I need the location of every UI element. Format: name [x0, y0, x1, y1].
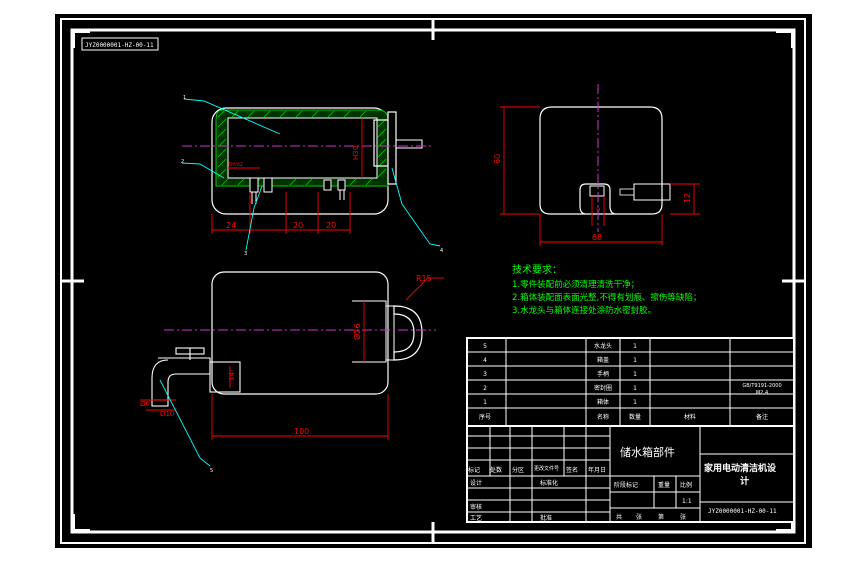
std-label: 标准化 — [540, 479, 558, 487]
role-design: 设计 — [470, 479, 482, 487]
part-name: 储水箱部件 — [620, 445, 675, 459]
dim-pitch-b: 20 — [326, 221, 336, 230]
drawing-number-box — [81, 37, 159, 51]
parts-row-1-no: 1 — [483, 399, 487, 406]
dim-bore: Ø26 — [352, 324, 362, 340]
dim-pitch-a: 20 — [293, 221, 303, 230]
leader-label-5: 5 — [210, 468, 213, 474]
front-dimensions — [211, 118, 363, 234]
sheet-label-sheet-b: 张 — [680, 513, 686, 521]
parts-header-2: 名称 — [597, 413, 609, 421]
project-name-line-1: 家用电动清洁机设 — [704, 462, 777, 474]
parts-list-box — [466, 337, 795, 427]
faucet-drawing — [151, 347, 241, 407]
parts-row-3-no: 3 — [483, 371, 487, 378]
dim-side-tap: 12 — [683, 193, 692, 203]
parts-row-5-no: 5 — [483, 343, 487, 350]
top-view: 100 14 Ø6 Ø10 Ø26 R15 5 — [140, 271, 444, 474]
leader-label-4: 4 — [440, 248, 443, 254]
title-block: 储水箱部件 家用电动清洁机设 计 JYZ0000001-HZ-00-11 标记 … — [466, 425, 795, 523]
parts-row-1-qty: 1 — [633, 399, 637, 406]
stage-label-weight: 重量 — [658, 481, 670, 489]
parts-list-grid — [467, 338, 794, 426]
top-leader — [159, 379, 211, 467]
dim-radius: R15 — [416, 274, 432, 283]
notes-line-1: 1.零件装配前必须清理清洗干净； — [512, 279, 639, 290]
side-view: 60 68 9 12 — [493, 84, 700, 246]
parts-row-1-name: 箱体 — [597, 398, 609, 406]
notes-line-3: 3.水龙头与箱体连接处涂防水密封胶。 — [512, 305, 656, 316]
parts-row-4-qty: 1 — [633, 357, 637, 364]
side-slot — [589, 185, 605, 197]
leader-label-3: 3 — [244, 251, 247, 257]
scale-value: 1:1 — [682, 498, 692, 505]
top-outline — [211, 271, 389, 395]
hatch-lines — [217, 110, 387, 186]
front-section-view: 24 20 20 6H/d2 H30 1 2 3 4 — [181, 95, 443, 257]
parts-row-2-no: 2 — [483, 385, 487, 392]
lid-plate — [387, 111, 397, 185]
sheet-label-no: 第 — [658, 513, 664, 521]
title-drawing-number: JYZ0000001-HZ-00-11 — [708, 508, 777, 515]
title-block-box — [466, 425, 795, 523]
technical-notes: 技术要求： 1.零件装配前必须清理清洗干净； 2.箱体装配面表面光整,不得有划痕… — [512, 263, 701, 316]
notes-title: 技术要求： — [512, 263, 562, 276]
sheet-label-sheet-a: 张 — [636, 513, 642, 521]
role-review: 审核 — [470, 503, 482, 511]
dim-tap-d1: Ø6 — [140, 400, 151, 408]
parts-row-4-no: 4 — [483, 357, 487, 364]
drawing-number: JYZ0000001-HZ-00-11 — [85, 42, 154, 49]
parts-header-5: 备注 — [756, 413, 768, 421]
stage-label-mark: 阶段标记 — [614, 481, 638, 489]
dim-side-width: 68 — [592, 233, 602, 242]
parts-row-3-name: 手柄 — [597, 370, 609, 378]
parts-header-4: 材料 — [684, 413, 696, 421]
leader-label-2: 2 — [181, 159, 184, 165]
approve-label: 批准 — [540, 514, 552, 522]
front-leaders — [181, 98, 441, 251]
title-block-grid — [467, 426, 794, 522]
dim-tap-height: 14 — [228, 372, 236, 381]
top-lid-plate — [385, 305, 395, 361]
parts-row-5-qty: 1 — [633, 343, 637, 350]
rev-label-mark: 标记 — [468, 466, 480, 474]
dim-tap-d2: Ø10 — [160, 410, 174, 418]
parts-header-3: 数量 — [629, 413, 641, 421]
parts-row-5-name: 水龙头 — [594, 342, 612, 350]
top-dimensions — [140, 277, 444, 440]
rev-label-date: 年月日 — [588, 466, 606, 474]
stage-label-scale: 比例 — [680, 481, 692, 489]
parts-row-2-remark: GB/T9191-2000 — [742, 383, 781, 389]
side-tap-stem — [619, 188, 635, 196]
leader-label-1: 1 — [183, 95, 186, 101]
side-dimensions — [500, 106, 700, 246]
parts-row-3-qty: 1 — [633, 371, 637, 378]
parts-row-2-qty: 1 — [633, 385, 637, 392]
bottom-outlets — [249, 177, 346, 204]
dim-left-width: 24 — [226, 221, 236, 230]
lid-handle — [395, 139, 423, 149]
rev-label-doc: 更改文件号 — [534, 465, 559, 472]
dim-inner-height: H30 — [352, 146, 360, 160]
project-name-line-2: 计 — [740, 475, 749, 487]
parts-header-0: 序号 — [479, 413, 491, 421]
rev-label-sign: 签名 — [566, 466, 578, 474]
rev-label-zone: 分区 — [512, 466, 524, 474]
side-outline — [539, 106, 663, 215]
rev-label-count: 处数 — [490, 466, 502, 474]
dim-side-height: 60 — [493, 154, 502, 164]
dim-total-length: 100 — [294, 427, 309, 436]
center-mark-icon — [61, 19, 805, 543]
sheet-label-total: 共 — [616, 513, 622, 521]
dim-fit-note: 6H/d2 — [228, 162, 243, 168]
parts-row-2-name: 密封圈 — [594, 384, 612, 392]
parts-row-4-name: 箱盖 — [597, 356, 609, 364]
parts-row-2-remark: M2.4 — [756, 390, 768, 396]
role-process: 工艺 — [470, 514, 482, 522]
notes-line-2: 2.箱体装配面表面光整,不得有划痕、擦伤等缺陷； — [512, 292, 701, 303]
dim-side-slot: 9 — [596, 206, 600, 214]
